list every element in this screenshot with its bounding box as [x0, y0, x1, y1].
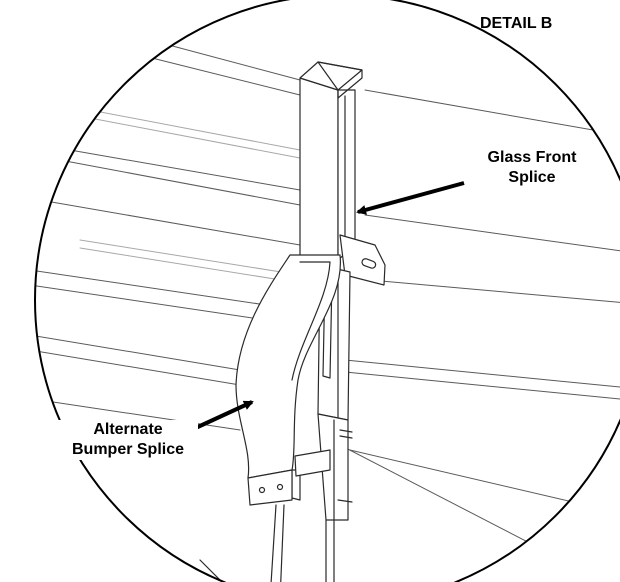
- bumper-splice: [235, 254, 341, 506]
- splice-post: [299, 61, 363, 261]
- glass-highlights: [79, 109, 301, 284]
- bumper-label-line2: Bumper Splice: [71, 441, 185, 458]
- post-legs: [199, 504, 335, 582]
- glass-front-label-line1: Glass Front: [487, 149, 577, 166]
- splice-bracket: [339, 234, 386, 286]
- glass-panel-right: [339, 89, 620, 582]
- glass-front-label-line2: Splice: [508, 169, 556, 186]
- detail-content: [35, 39, 620, 582]
- bumper-label-line1: Alternate: [93, 421, 163, 438]
- detail-circle: [34, 0, 620, 582]
- detail-title: DETAIL B: [480, 15, 553, 32]
- alternate-bumper-splice-label: Alternate Bumper Splice: [58, 420, 198, 460]
- glass-front-arrow: [356, 181, 465, 215]
- glass-front-splice-label: Glass Front Splice: [468, 148, 596, 188]
